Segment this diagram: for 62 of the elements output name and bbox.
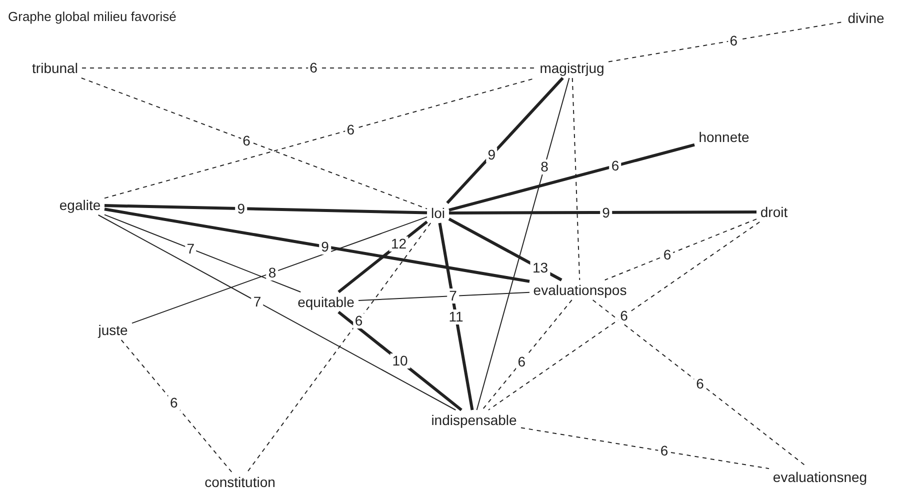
edge-label: 8 [538, 159, 550, 174]
connector-line [604, 218, 757, 280]
edge-label: 9 [319, 239, 331, 254]
edge-label: 13 [530, 260, 550, 276]
edge-label: 11 [446, 309, 466, 324]
edge-label: 6 [694, 376, 706, 391]
edge-label: 6 [609, 158, 622, 174]
connector-line [446, 76, 564, 204]
connector-line [120, 340, 232, 472]
node-label: equitable [296, 293, 356, 311]
edge-label: 7 [184, 241, 197, 256]
edge-label: 6 [168, 395, 180, 410]
connector-line [572, 78, 580, 280]
node-label: tribunal [30, 59, 80, 77]
connector-line [476, 78, 570, 410]
edge-label: 6 [728, 33, 740, 48]
node-label: evaluationsneg [770, 468, 870, 486]
edge-label: 9 [235, 201, 247, 216]
edge-label: 6 [618, 308, 630, 324]
node-label: magistrjug [538, 59, 606, 77]
node-label: constitution [202, 473, 278, 491]
connector-line [104, 208, 530, 283]
node-label: droit [758, 203, 790, 221]
edge-label: 10 [390, 354, 410, 368]
connector-line [449, 210, 756, 214]
edge-label: 6 [240, 133, 252, 148]
edge-label: 6 [658, 444, 670, 459]
edge-label: 9 [486, 148, 498, 162]
connector-line [98, 214, 456, 410]
connector-line [608, 21, 844, 62]
edge-label: 7 [251, 294, 264, 310]
edge-label: 6 [344, 122, 356, 138]
node-label: egalite [57, 196, 103, 214]
connector-line [358, 292, 530, 301]
connector-line [104, 204, 428, 214]
connector-line [448, 143, 695, 212]
edge-label: 12 [389, 236, 409, 252]
edge-label: 6 [516, 354, 528, 369]
node-label: honnete [696, 128, 752, 146]
connector-line [80, 78, 428, 210]
connector-line [482, 300, 572, 410]
node-label: juste [96, 321, 130, 339]
connector-line [488, 222, 760, 410]
connector-line [132, 216, 428, 324]
edge-label: 6 [661, 247, 674, 262]
node-label: evaluationspos [531, 281, 629, 299]
node-label: loi [429, 204, 447, 222]
edge-label: 9 [600, 205, 612, 220]
connector-line [246, 222, 432, 472]
edge-label: 8 [266, 265, 278, 280]
connector-line [520, 427, 770, 470]
edge-label: 7 [447, 288, 459, 304]
connector-line [448, 218, 562, 282]
node-label: indispensable [429, 411, 519, 429]
connector-line [338, 310, 462, 412]
edge-label: 6 [308, 60, 320, 76]
connector-line [338, 220, 428, 294]
edge-label: 6 [352, 313, 365, 328]
connector-line [438, 222, 474, 410]
diagram-title: Graphe global milieu favorisé [8, 9, 176, 24]
connector-line [104, 214, 302, 292]
node-label: divine [846, 9, 886, 27]
